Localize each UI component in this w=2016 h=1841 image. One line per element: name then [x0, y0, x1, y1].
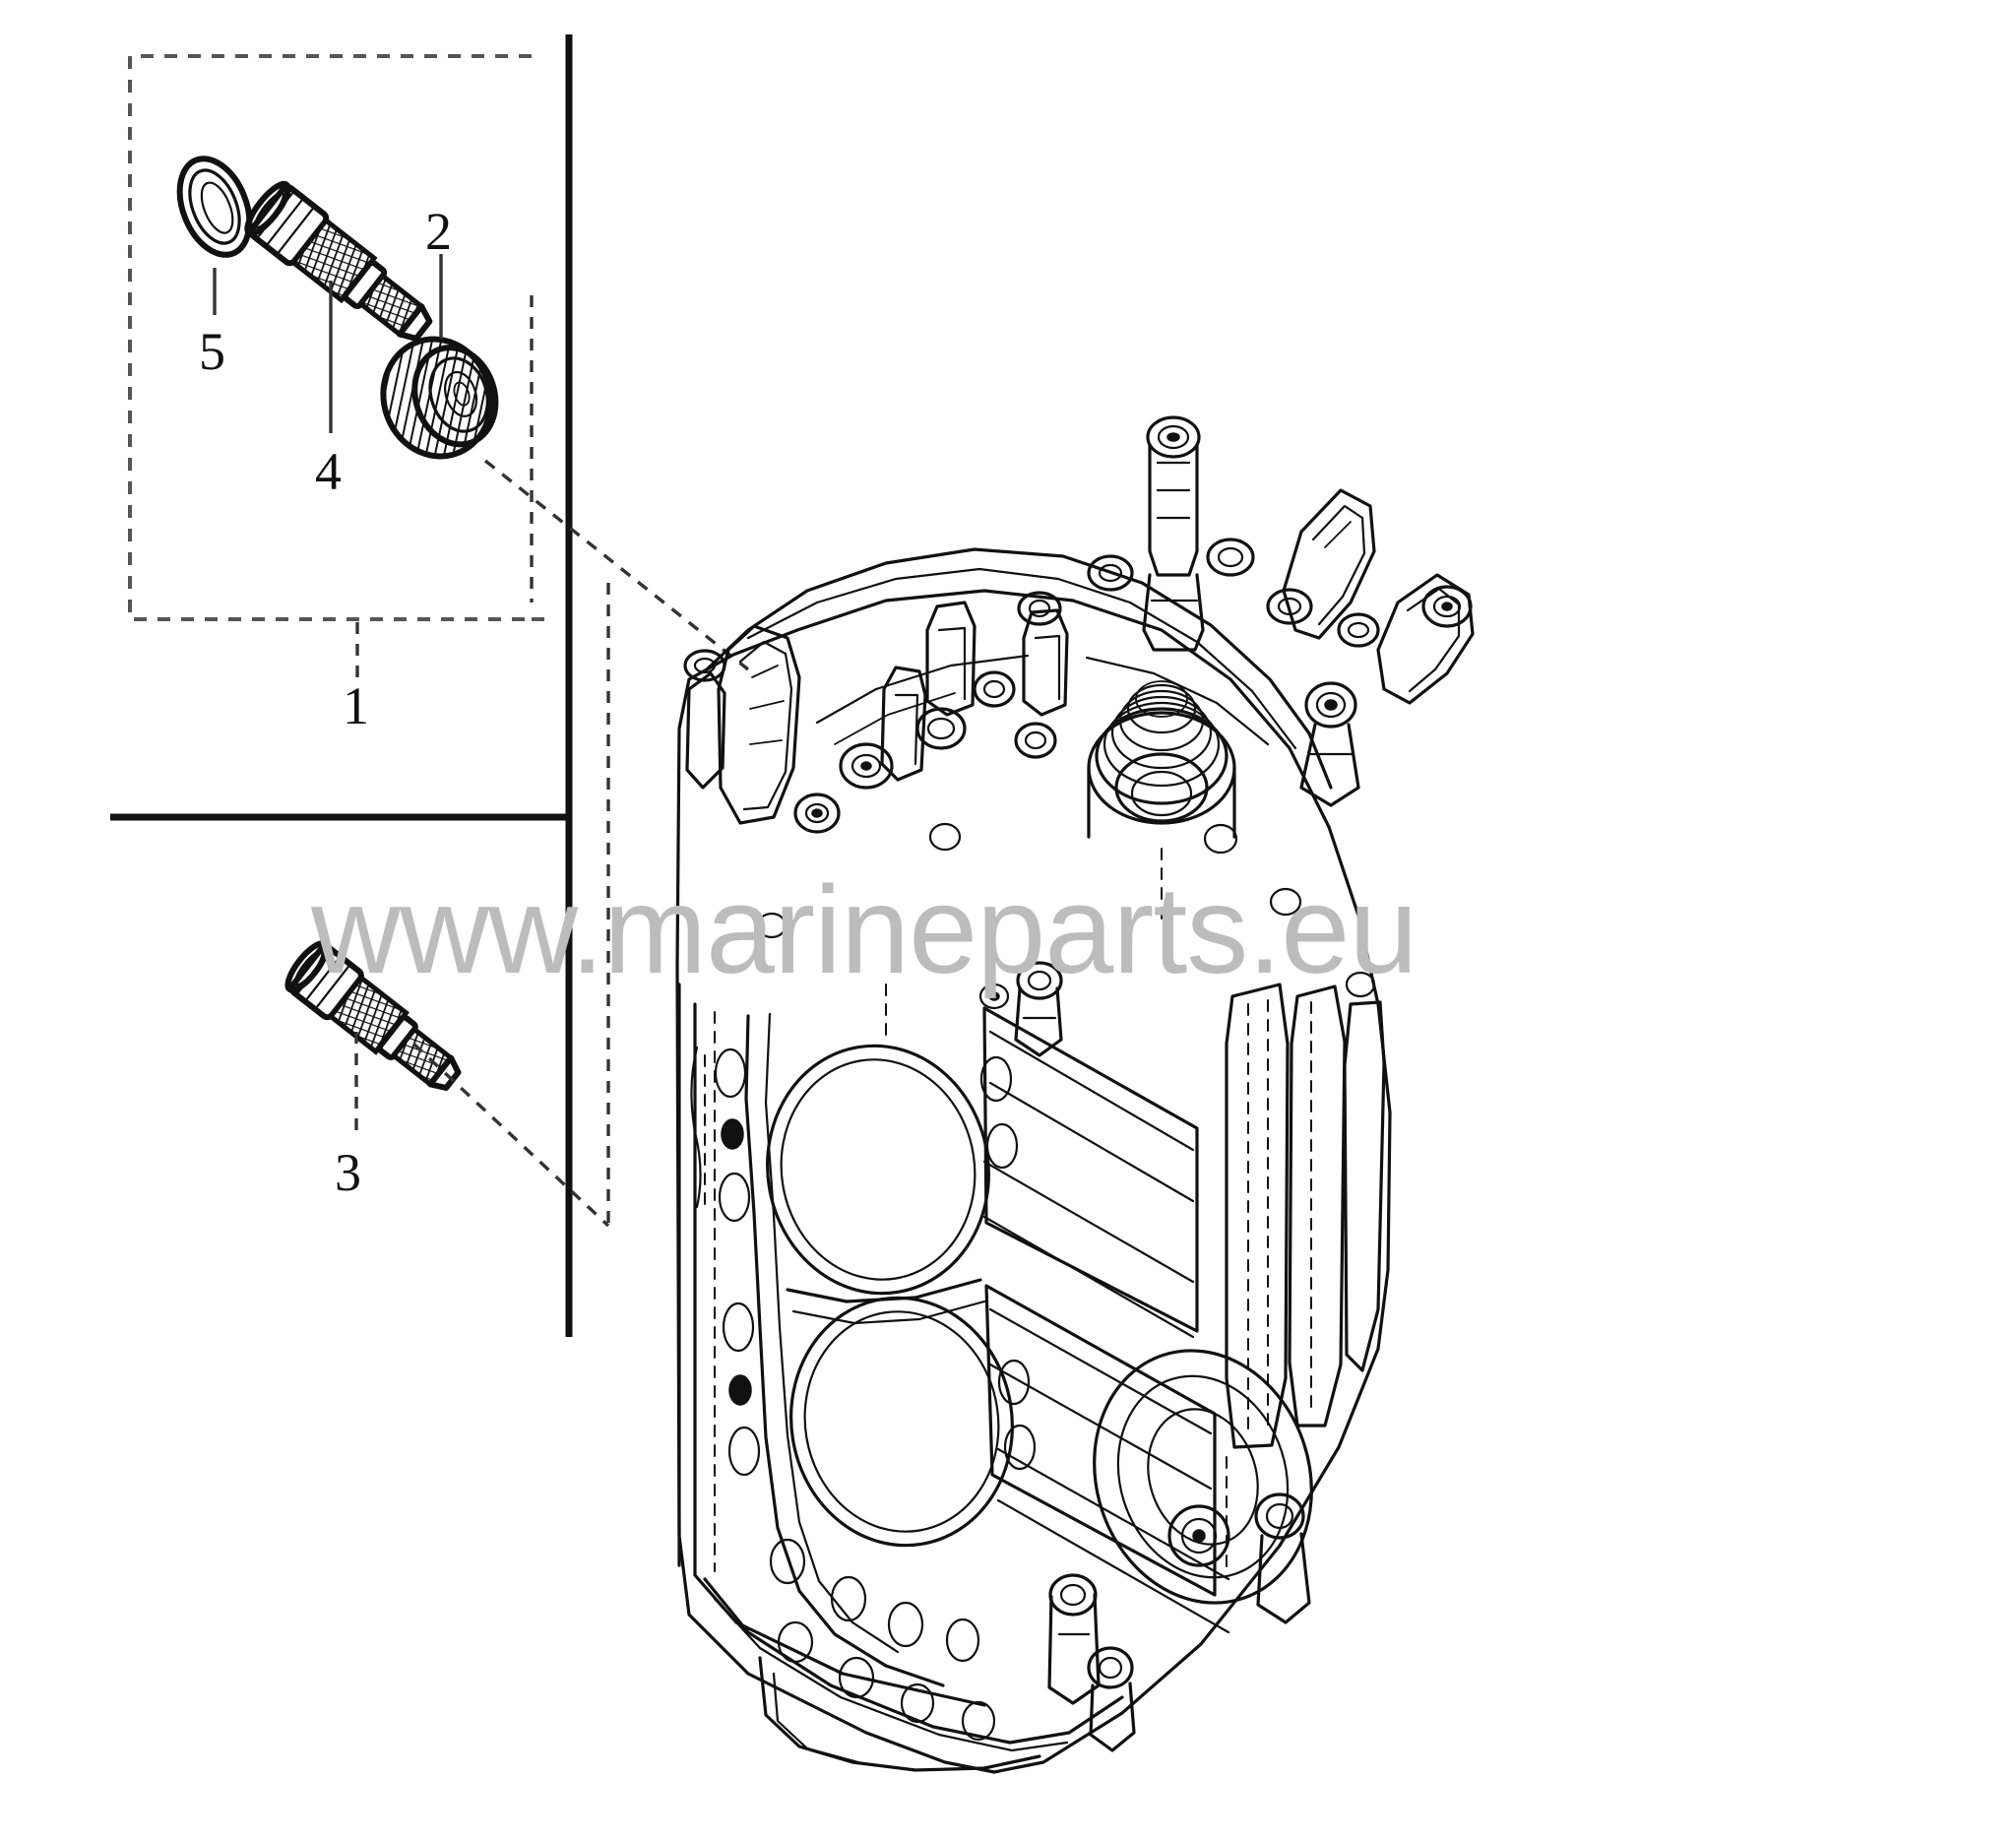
block-flywheel-housing	[1093, 1349, 1313, 1605]
block-rocker-pivot	[1299, 681, 1360, 807]
block-dipstick-boss	[1014, 961, 1063, 1057]
block-front-face	[677, 983, 1037, 1707]
block-central-bore	[1087, 680, 1236, 839]
divider-rules	[110, 34, 573, 1337]
part-sensor-plug-upper	[244, 180, 433, 342]
callout-label-2: 2	[425, 202, 452, 261]
callout-label-1: 1	[343, 676, 369, 735]
leader-gear-to-block	[483, 459, 750, 671]
block-top-cover-edges	[815, 654, 1270, 746]
assembly-cylinder-block	[675, 415, 1475, 1774]
callout-label-4: 4	[315, 442, 342, 501]
block-oil-pan-flange	[703, 1577, 1124, 1772]
leader-plug-to-block	[411, 1042, 610, 1228]
block-cam-cover-struts	[880, 601, 1069, 782]
block-misc-fasteners	[756, 822, 1376, 1010]
part-o-ring-seal	[176, 156, 253, 258]
block-side-ribs	[982, 1006, 1230, 1634]
block-rocker-arm-upper-right	[1282, 488, 1376, 640]
callout-label-5: 5	[199, 322, 225, 381]
kit-dashed-box	[128, 54, 547, 621]
callout-label-3: 3	[335, 1143, 361, 1202]
block-rocker-arm-lower-right	[1376, 573, 1475, 705]
block-top-boss-row	[1017, 538, 1380, 648]
block-left-dowel	[683, 649, 726, 682]
block-drain-post	[1047, 1573, 1101, 1705]
block-left-lug	[685, 624, 801, 825]
part-sensor-plug-lower	[284, 940, 462, 1092]
block-right-gusset	[1225, 983, 1386, 1449]
block-top-stud	[1142, 415, 1205, 652]
block-hidden-lines	[885, 848, 1228, 1572]
part-drive-gear	[380, 336, 499, 460]
